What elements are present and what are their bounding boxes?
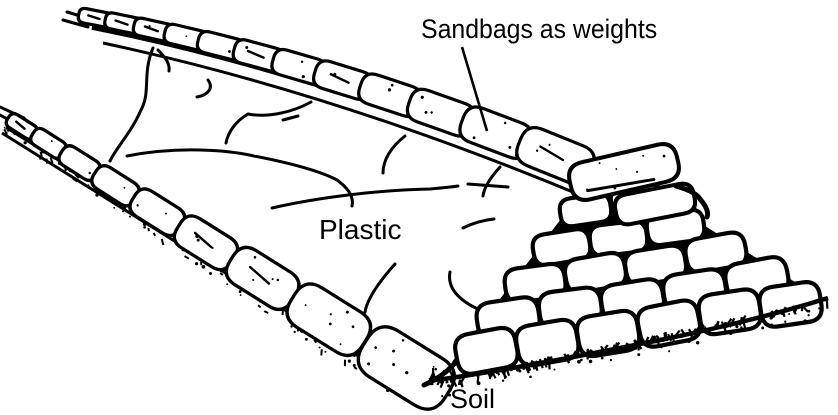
sandbags-as-weights-label: Sandbags as weights [421,14,658,44]
soil-label: Soil [450,384,496,414]
sandbag-pyramid [452,142,824,376]
sandbags-leader-line [460,46,489,132]
plastic-label: Plastic [319,214,402,245]
plastic-sheet-wrinkles [108,46,510,314]
left-sandbag-row [0,105,457,411]
soil-ground-hatch [421,295,829,398]
